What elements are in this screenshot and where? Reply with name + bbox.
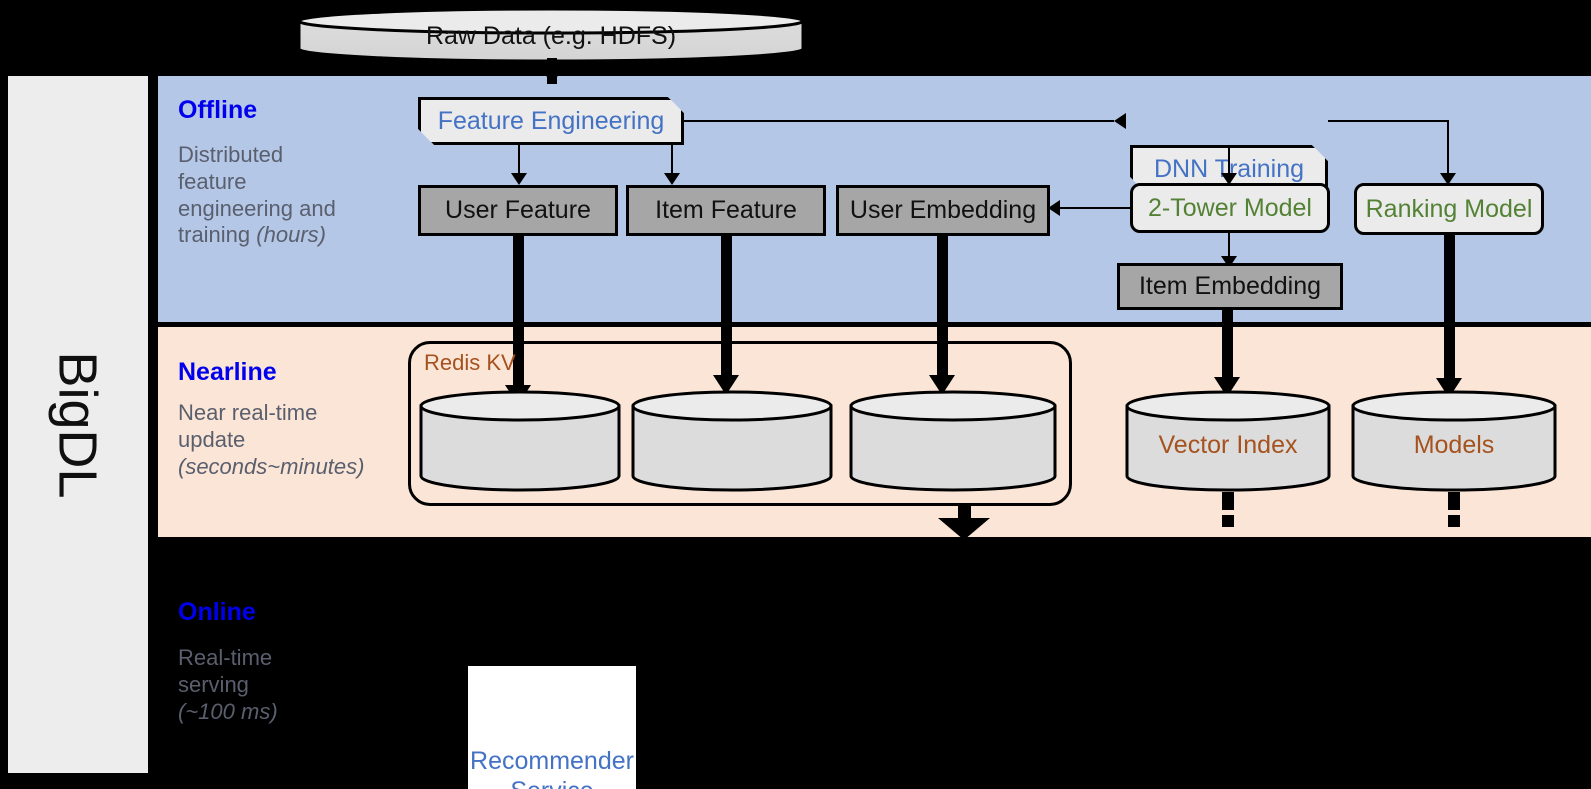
raw-data-cylinder: Raw Data (e.g. HDFS) <box>296 6 806 64</box>
nearline-title: Nearline <box>178 358 277 386</box>
arrow-item-embedding-to-vector-index-line <box>1222 310 1233 380</box>
user-feature-box[interactable]: User Feature <box>418 185 618 236</box>
feature-engineering-box[interactable]: Feature Engineering <box>418 97 684 145</box>
nearline-description: Near real-time update (seconds~minutes) <box>178 400 418 480</box>
online-title: Online <box>178 598 256 626</box>
vector-index-cylinder[interactable]: Vector Index <box>1124 389 1332 493</box>
online-desc-line-1: Real-time <box>178 645 273 670</box>
user-embedding-box[interactable]: User Embedding <box>836 185 1050 236</box>
arrowhead-dnn-to-2tower <box>1221 173 1237 185</box>
connector-redis-to-feature-service-head <box>938 518 990 540</box>
recommender-service-box[interactable]: Recommender Service <box>468 666 636 789</box>
nearline-desc-line-1: Near real-time <box>178 400 318 425</box>
arrow-user-feature-to-store-line <box>513 236 524 388</box>
online-desc-line-2: serving <box>178 671 249 697</box>
line-fe-to-dnn <box>684 120 1114 122</box>
online-desc-italic: (~100 ms) <box>178 698 278 724</box>
connector-models-stub-1 <box>1448 492 1460 510</box>
recommender-service-label: Recommender Service <box>470 746 634 775</box>
offline-desc-italic: (hours) <box>256 222 326 248</box>
arrowhead-fe-to-item-feature <box>664 173 680 185</box>
arrow-user-embedding-to-store-head <box>929 375 955 395</box>
online-desc-italic-wrap: (~100 ms) <box>178 699 418 726</box>
line-fe-to-item-feature <box>671 145 673 177</box>
connector-models-stub-2 <box>1448 515 1460 527</box>
redis-kv-label: Redis KV <box>424 350 516 375</box>
offline-desc-line-4-text: training <box>178 222 257 248</box>
models-cylinder[interactable]: Models <box>1350 389 1558 493</box>
line-fe-to-user-feature <box>518 145 520 177</box>
offline-desc-line-4: training (hours) <box>178 222 408 249</box>
bigdl-label: BigDL <box>48 350 109 499</box>
store-cylinder-user-feature[interactable] <box>418 389 622 493</box>
feature-engineering-label: Feature Engineering <box>437 106 665 135</box>
connector-redis-to-feature-service-stub <box>958 506 971 519</box>
offline-title: Offline <box>178 96 258 124</box>
offline-desc-line-3: engineering and <box>178 195 336 221</box>
nearline-desc-italic: (seconds~minutes) <box>178 453 365 479</box>
two-tower-model-label: 2-Tower Model <box>1148 193 1312 222</box>
offline-desc-line-2: feature <box>178 168 247 194</box>
bigdl-platform-rail: BigDL <box>8 76 148 773</box>
online-band <box>158 540 1591 789</box>
models-label: Models <box>1413 431 1495 459</box>
ranking-model-label: Ranking Model <box>1365 194 1533 223</box>
arrow-user-embedding-to-store-line <box>937 236 948 378</box>
online-description: Real-time serving (~100 ms) <box>178 645 418 725</box>
line-dnn-to-ranking-h <box>1328 120 1448 122</box>
raw-data-label: Raw Data (e.g. HDFS) <box>425 22 677 50</box>
store-cylinder-item-feature[interactable] <box>630 389 834 493</box>
item-feature-label: Item Feature <box>655 196 797 224</box>
arrowhead-fe-to-dnn <box>1114 113 1126 129</box>
two-tower-model-box[interactable]: 2-Tower Model <box>1130 183 1330 233</box>
item-embedding-label: Item Embedding <box>1138 272 1322 300</box>
ranking-model-box[interactable]: Ranking Model <box>1354 183 1544 235</box>
line-2tower-to-user-embedding <box>1060 207 1132 209</box>
user-feature-label: User Feature <box>445 196 591 224</box>
arrow-item-feature-to-store-line <box>721 236 732 378</box>
arrowhead-dnn-to-ranking <box>1440 173 1456 185</box>
arrowhead-fe-to-user-feature <box>511 173 527 185</box>
nearline-desc-line-2: update <box>178 426 246 452</box>
redis-kv-group <box>408 341 1072 506</box>
offline-description: Distributed feature engineering and trai… <box>178 142 408 249</box>
user-embedding-label: User Embedding <box>849 196 1037 224</box>
arrow-ranking-model-to-models-line <box>1444 233 1455 381</box>
arrow-rawdata-to-fe-head <box>533 60 571 83</box>
item-feature-box[interactable]: Item Feature <box>626 185 826 236</box>
store-cylinder-user-embedding[interactable] <box>848 389 1058 493</box>
nearline-desc-italic-wrap: (seconds~minutes) <box>178 454 418 481</box>
vector-index-label: Vector Index <box>1158 431 1298 459</box>
arrowhead-2tower-to-user-embedding <box>1048 200 1060 216</box>
line-2tower-to-item-embedding <box>1228 233 1230 261</box>
item-embedding-box[interactable]: Item Embedding <box>1117 263 1343 310</box>
connector-vector-index-stub-1 <box>1222 492 1234 510</box>
line-dnn-to-2tower <box>1228 145 1230 177</box>
arrow-item-feature-to-store-head <box>713 375 739 395</box>
offline-desc-line-1: Distributed <box>178 142 284 167</box>
line-dnn-to-ranking-v <box>1447 120 1449 177</box>
connector-vector-index-stub-2 <box>1222 515 1234 527</box>
